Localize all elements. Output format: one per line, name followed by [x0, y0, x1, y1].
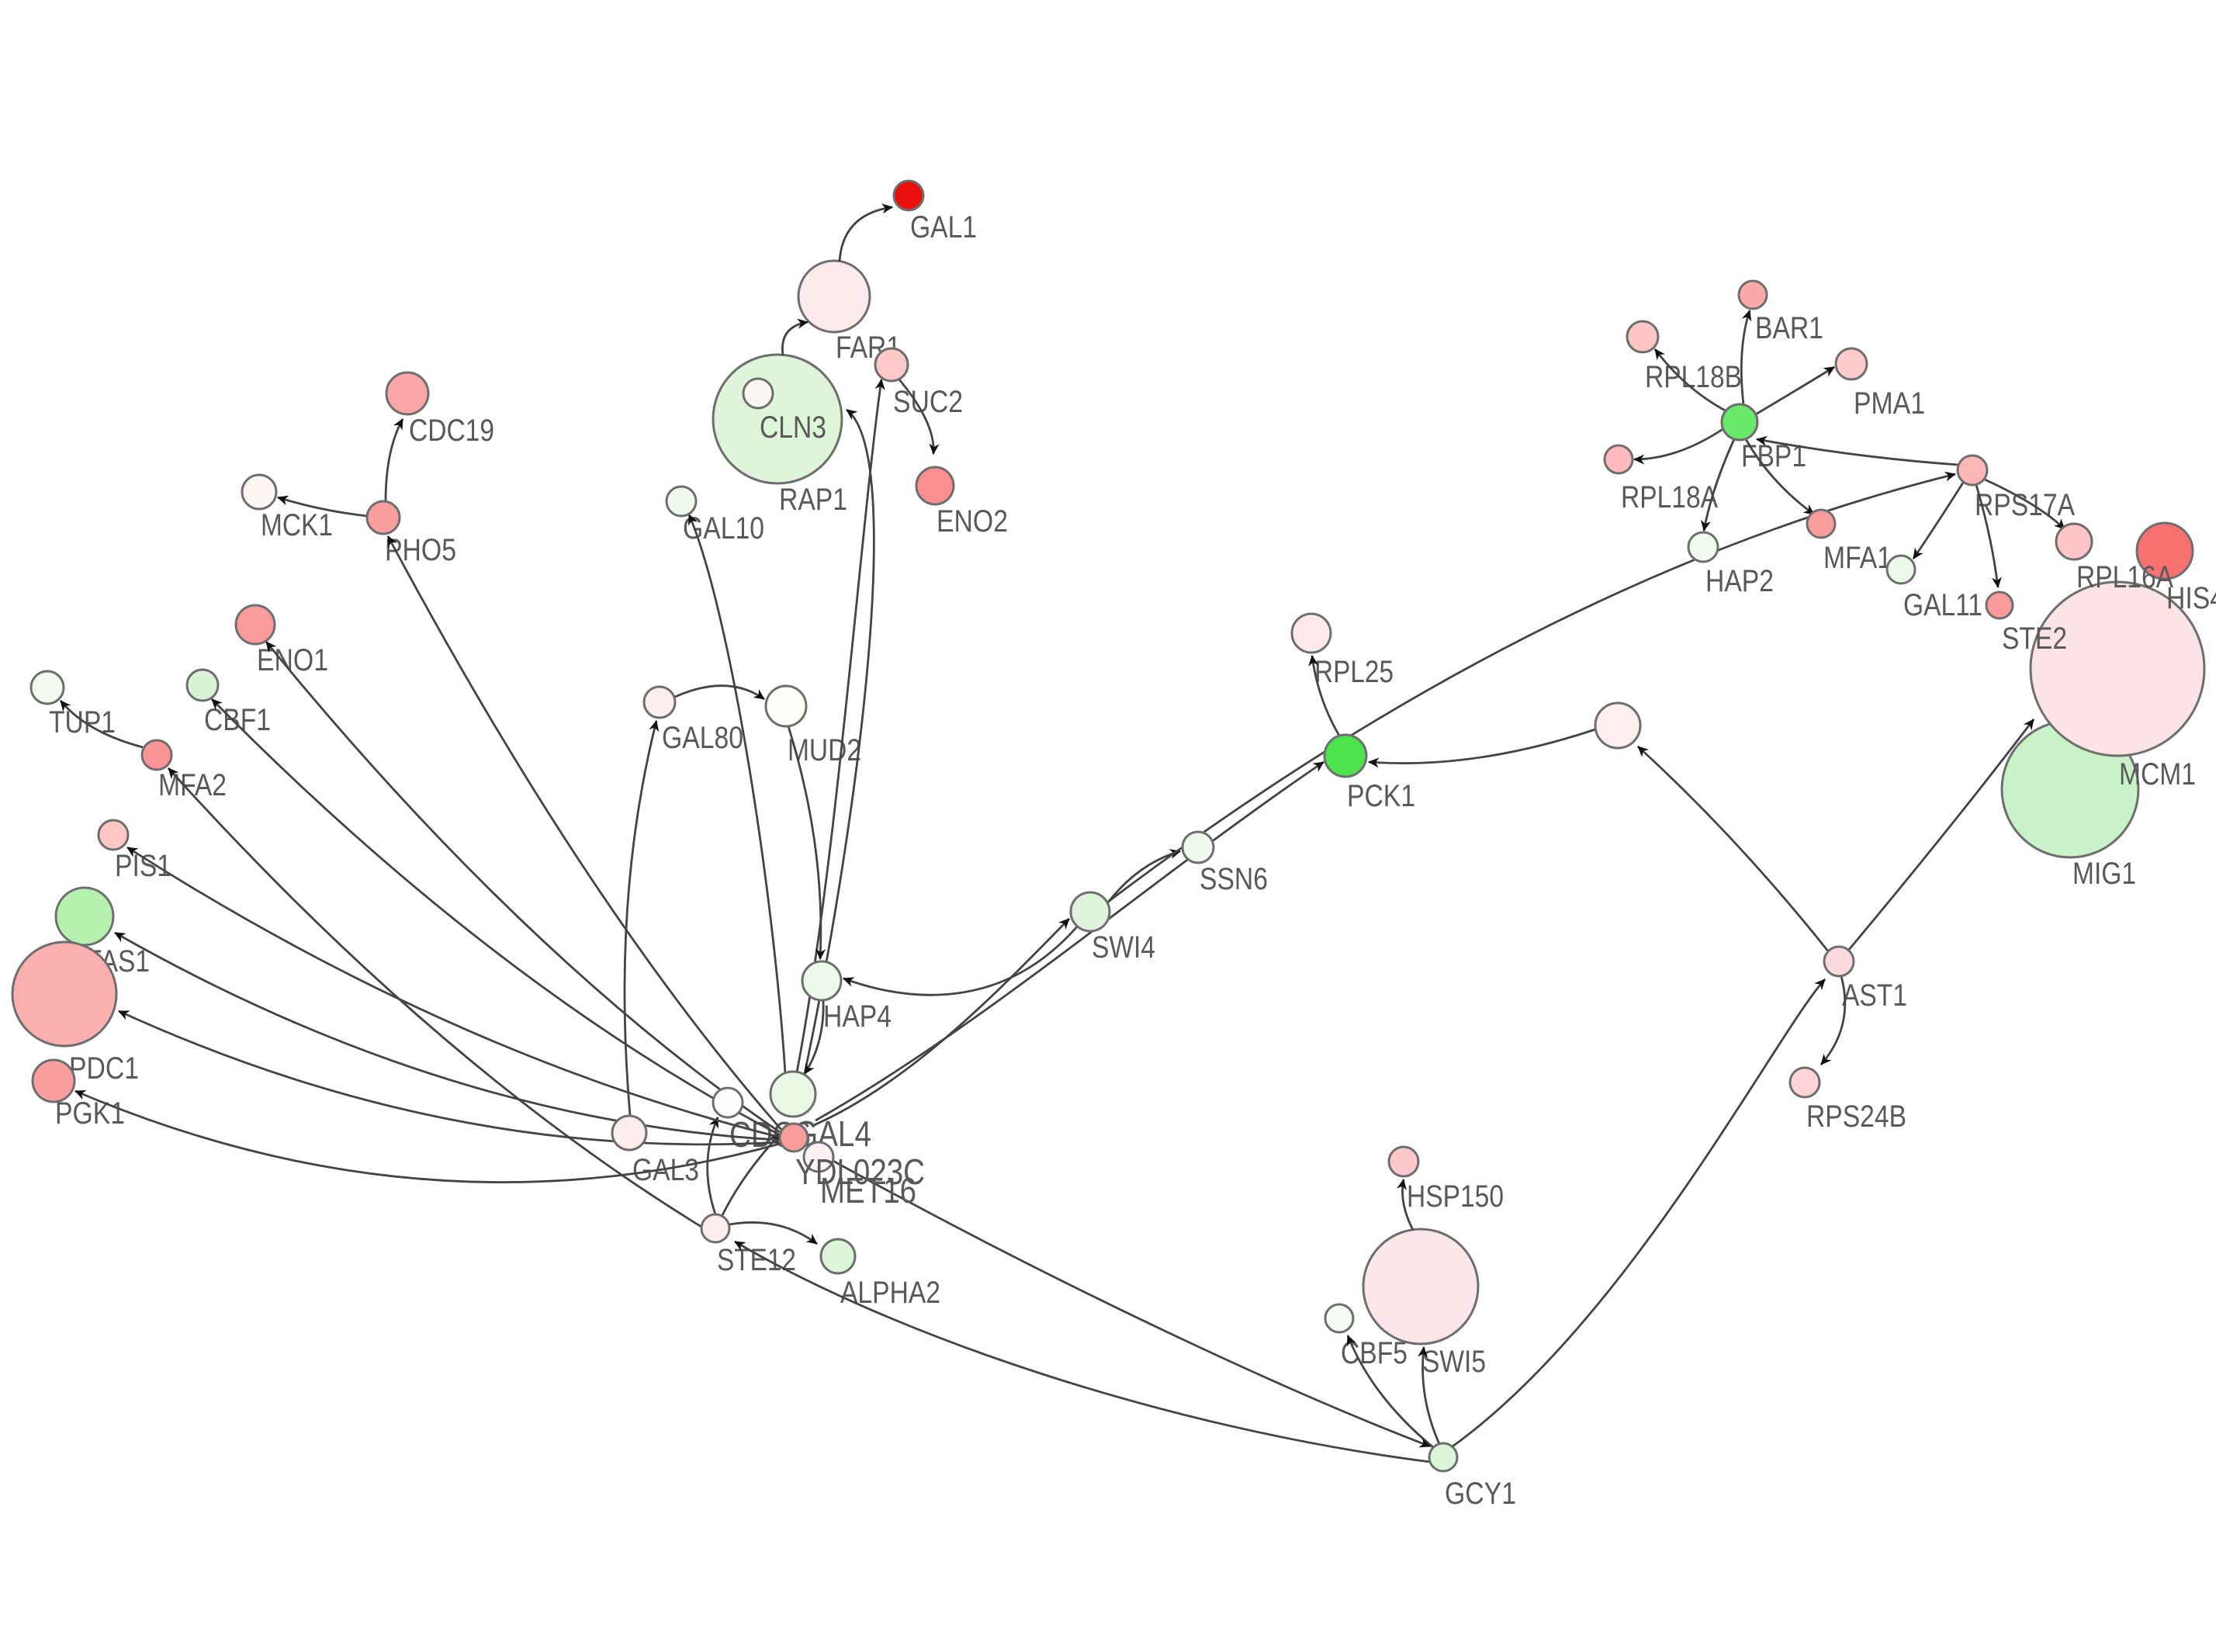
svg-text:CBF1: CBF1	[204, 703, 271, 737]
svg-text:SUC2: SUC2	[893, 385, 963, 419]
svg-text:PGK1: PGK1	[55, 1096, 125, 1131]
svg-text:SWI4: SWI4	[1092, 930, 1155, 965]
svg-text:STE2: STE2	[2002, 622, 2067, 656]
svg-text:MFA2: MFA2	[158, 768, 227, 802]
svg-text:GAL1: GAL1	[910, 210, 977, 244]
svg-text:HAP2: HAP2	[1705, 564, 1774, 598]
svg-text:RPL18A: RPL18A	[1621, 480, 1718, 514]
svg-text:PMA1: PMA1	[1854, 386, 1925, 421]
svg-text:RAP1: RAP1	[779, 483, 847, 517]
svg-text:YDL023C: YDL023C	[795, 1152, 925, 1192]
svg-text:HAP4: HAP4	[823, 999, 892, 1034]
svg-text:STE12: STE12	[717, 1243, 796, 1277]
svg-text:PDC1: PDC1	[69, 1051, 139, 1086]
svg-text:MFA1: MFA1	[1823, 541, 1892, 575]
svg-text:MCM1: MCM1	[2119, 757, 2196, 791]
svg-text:PCK1: PCK1	[1347, 779, 1415, 813]
svg-text:SWI5: SWI5	[1422, 1345, 1486, 1379]
svg-text:GAL3: GAL3	[632, 1153, 699, 1187]
svg-text:RPL16A: RPL16A	[2076, 560, 2173, 594]
svg-text:RPL25: RPL25	[1314, 655, 1394, 689]
svg-text:RPS24B: RPS24B	[1806, 1100, 1906, 1134]
svg-text:GAL11: GAL11	[1903, 588, 1982, 622]
svg-text:SSN6: SSN6	[1200, 862, 1268, 896]
svg-text:MIG1: MIG1	[2072, 857, 2136, 891]
svg-text:ALPHA2: ALPHA2	[840, 1276, 940, 1310]
svg-text:CDC19: CDC19	[409, 414, 494, 448]
svg-text:GCY1: GCY1	[1445, 1477, 1516, 1511]
svg-text:AST1: AST1	[1842, 978, 1907, 1013]
svg-text:BAR1: BAR1	[1755, 311, 1823, 345]
svg-text:MUD2: MUD2	[788, 733, 861, 767]
svg-text:GAL80: GAL80	[662, 721, 743, 755]
svg-text:FBP1: FBP1	[1741, 439, 1806, 473]
svg-text:HSP150: HSP150	[1407, 1179, 1504, 1214]
svg-text:ENO2: ENO2	[937, 504, 1008, 539]
svg-text:CLN3: CLN3	[760, 410, 826, 445]
svg-text:HIS4: HIS4	[2166, 581, 2216, 615]
svg-text:MCK1: MCK1	[261, 508, 333, 542]
svg-text:MET16: MET16	[820, 1170, 916, 1210]
svg-text:RPS17A: RPS17A	[1975, 488, 2075, 522]
svg-text:PIS1: PIS1	[115, 849, 171, 883]
